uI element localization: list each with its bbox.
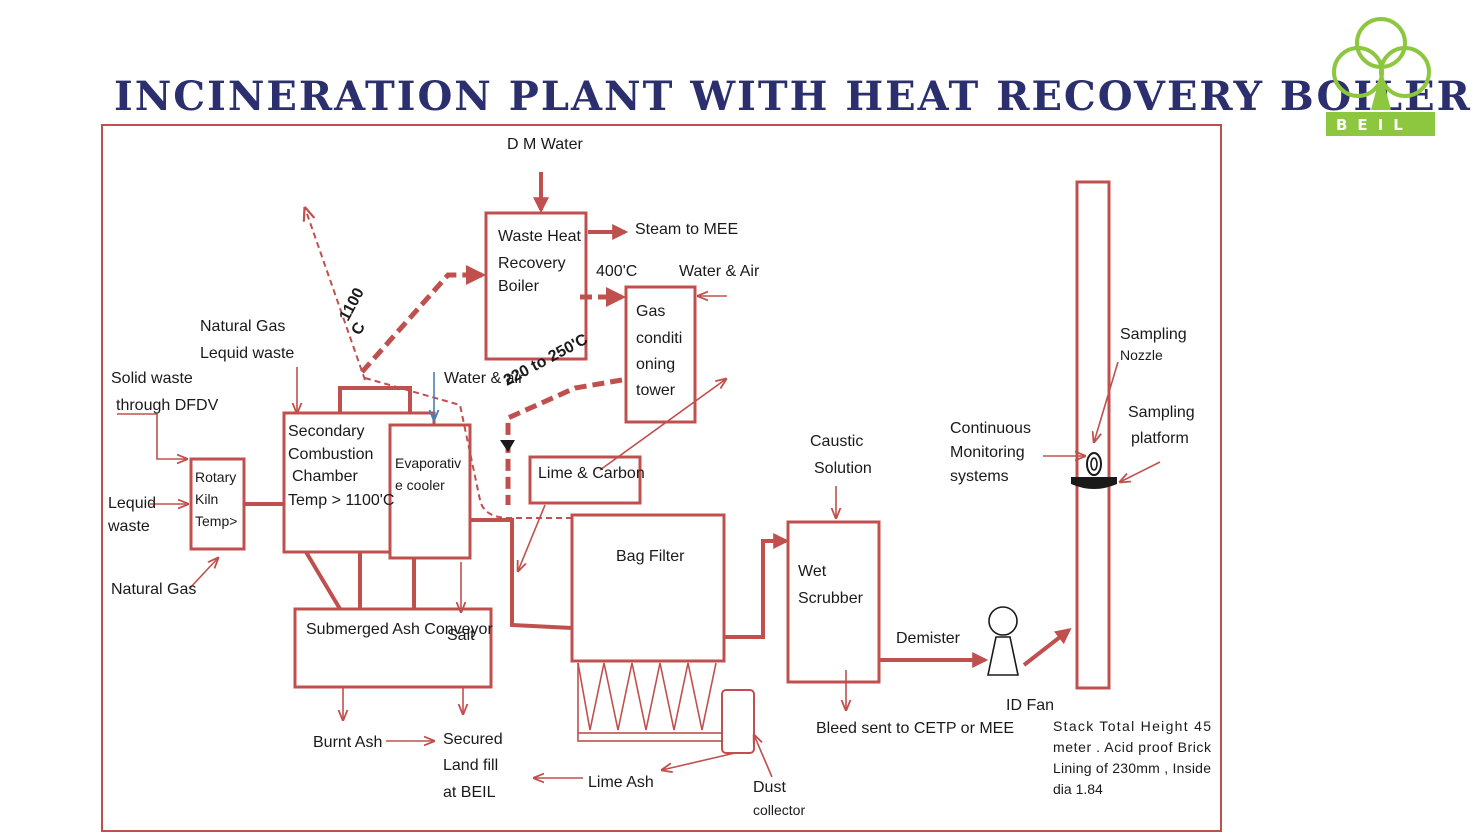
scc-label-1: Secondary bbox=[288, 423, 365, 440]
evap-bypass-line bbox=[364, 377, 572, 519]
natural-gas-top-label: Natural Gas bbox=[200, 318, 285, 335]
gas-conditioning-tower bbox=[624, 285, 697, 424]
kiln-label-3: Temp> bbox=[195, 513, 237, 529]
wet-scrubber-label-1: Wet bbox=[798, 563, 827, 580]
ash-conveyor-label: Submerged Ash Conveyor bbox=[306, 621, 493, 638]
water-air-top-label: Water & Air bbox=[679, 263, 760, 280]
rotary-kiln bbox=[189, 457, 246, 551]
stack bbox=[1075, 180, 1111, 690]
lime-ash-label: Lime Ash bbox=[588, 774, 654, 791]
gct-to-bagfilter-line bbox=[505, 377, 623, 505]
evaporative-cooler bbox=[388, 423, 472, 560]
submerged-ash-conveyor bbox=[293, 607, 493, 689]
dust-to-lime-ash-arrow bbox=[662, 752, 736, 770]
gct-label-4: tower bbox=[636, 382, 676, 399]
natural-gas-bottom-label: Natural Gas bbox=[111, 581, 196, 598]
scc-to-conveyor-line-1 bbox=[304, 550, 342, 611]
bag-filter-hoppers bbox=[577, 662, 727, 742]
gct-label-1: Gas bbox=[636, 303, 665, 320]
lime-carbon-box bbox=[528, 455, 642, 505]
sampling-nozzle-label-2: Nozzle bbox=[1120, 347, 1163, 363]
stack-note-line-1: Stack Total Height 45 bbox=[1053, 718, 1211, 734]
diagram-frame bbox=[101, 124, 1222, 832]
natural-gas-bottom-arrow bbox=[189, 558, 218, 589]
continuous-label-3: systems bbox=[950, 468, 1009, 485]
beil-logo: BEIL bbox=[1326, 17, 1435, 136]
solid-waste-arrow bbox=[117, 413, 187, 459]
sampling-platform-arrow bbox=[1120, 461, 1161, 482]
solid-waste-label-1: Solid waste bbox=[111, 370, 193, 387]
fan-to-stack-line bbox=[1022, 628, 1072, 667]
lequid-label-2: waste bbox=[107, 518, 150, 535]
page-title: INCINERATION PLANT WITH HEAT RECOVERY BO… bbox=[114, 73, 1472, 120]
id-fan-label: ID Fan bbox=[1006, 697, 1054, 714]
logo-text: BEIL bbox=[1336, 116, 1413, 134]
stack-note-line-4: dia 1.84 bbox=[1053, 781, 1103, 797]
scc-to-boiler-line bbox=[360, 265, 486, 374]
secured-label-1: Secured bbox=[443, 731, 503, 748]
whrb-label-2: Recovery bbox=[498, 255, 566, 272]
whrb-label-3: Boiler bbox=[498, 278, 540, 295]
scc-label-2: Combustion bbox=[288, 446, 373, 463]
bagfilter-to-scrubber-line bbox=[724, 533, 790, 639]
wet-scrubber bbox=[786, 520, 881, 684]
dm-water-label: D M Water bbox=[507, 136, 584, 153]
sampling-platform-label-1: Sampling bbox=[1128, 404, 1195, 421]
evap-to-bagfilter-line bbox=[470, 518, 573, 630]
caustic-label-2: Solution bbox=[814, 460, 872, 477]
lime-carbon-label: Lime & Carbon bbox=[538, 465, 645, 482]
bleed-label: Bleed sent to CETP or MEE bbox=[816, 720, 1014, 737]
scc-label-3: Chamber bbox=[292, 468, 358, 485]
dust-label-arrow bbox=[754, 735, 773, 778]
water-air-mid-label: Water & air bbox=[444, 370, 524, 387]
gct-label-3: oning bbox=[636, 356, 675, 373]
stack-note-line-3: Lining of 230mm , Inside bbox=[1053, 760, 1211, 776]
waste-heat-recovery-boiler bbox=[484, 211, 588, 361]
burnt-ash-label: Burnt Ash bbox=[313, 734, 382, 751]
scc-label-4: Temp > 1100'C bbox=[288, 492, 394, 509]
evap-label-2: e cooler bbox=[395, 477, 445, 493]
bypass-up-line bbox=[305, 208, 366, 381]
steam-label: Steam to MEE bbox=[635, 221, 738, 238]
lime-carbon-arrow bbox=[518, 504, 546, 571]
liquid-waste-top-label: Lequid waste bbox=[200, 345, 294, 362]
kiln-label-2: Kiln bbox=[195, 491, 218, 507]
id-fan-icon bbox=[987, 606, 1019, 676]
lequid-label-1: Lequid bbox=[108, 495, 156, 512]
temp-400-label: 400'C bbox=[596, 263, 637, 280]
bag-filter bbox=[570, 513, 726, 663]
sampling-nozzle-label-1: Sampling bbox=[1120, 326, 1187, 343]
sampling-platform-label-2: platform bbox=[1131, 430, 1189, 447]
gct-label-2: conditi bbox=[636, 330, 682, 347]
secured-label-3: at BEIL bbox=[443, 784, 496, 801]
secured-label-2: Land fill bbox=[443, 757, 498, 774]
scc-top-duct bbox=[338, 386, 412, 413]
dust-collector-label-2: collector bbox=[753, 802, 805, 818]
sampling-platform-icon bbox=[1071, 477, 1117, 489]
continuous-label-2: Monitoring bbox=[950, 444, 1025, 461]
dust-collector-label-1: Dust bbox=[753, 779, 786, 796]
demister-label: Demister bbox=[896, 630, 961, 647]
temp-1100-label-1: 1100 bbox=[337, 285, 368, 324]
salt-label: Salt bbox=[447, 627, 475, 644]
wet-scrubber-label-2: Scrubber bbox=[798, 590, 864, 607]
kiln-label-1: Rotary bbox=[195, 469, 236, 485]
solid-waste-label-2: through DFDV bbox=[116, 397, 219, 414]
continuous-label-1: Continuous bbox=[950, 420, 1031, 437]
bag-filter-label: Bag Filter bbox=[616, 548, 685, 565]
whrb-label-1: Waste Heat bbox=[498, 228, 582, 245]
temp-1100-label-2: C bbox=[349, 319, 370, 338]
sampling-nozzle-icon bbox=[1086, 452, 1102, 476]
dust-collector-box bbox=[721, 689, 755, 754]
gct-small-arrow bbox=[500, 440, 515, 452]
sampling-nozzle-arrow bbox=[1094, 361, 1119, 442]
evap-label-1: Evaporativ bbox=[395, 455, 461, 471]
caustic-label-1: Caustic bbox=[810, 433, 863, 450]
stack-note-line-2: meter . Acid proof Brick bbox=[1053, 739, 1212, 755]
gct-vent-arrow bbox=[599, 379, 726, 471]
